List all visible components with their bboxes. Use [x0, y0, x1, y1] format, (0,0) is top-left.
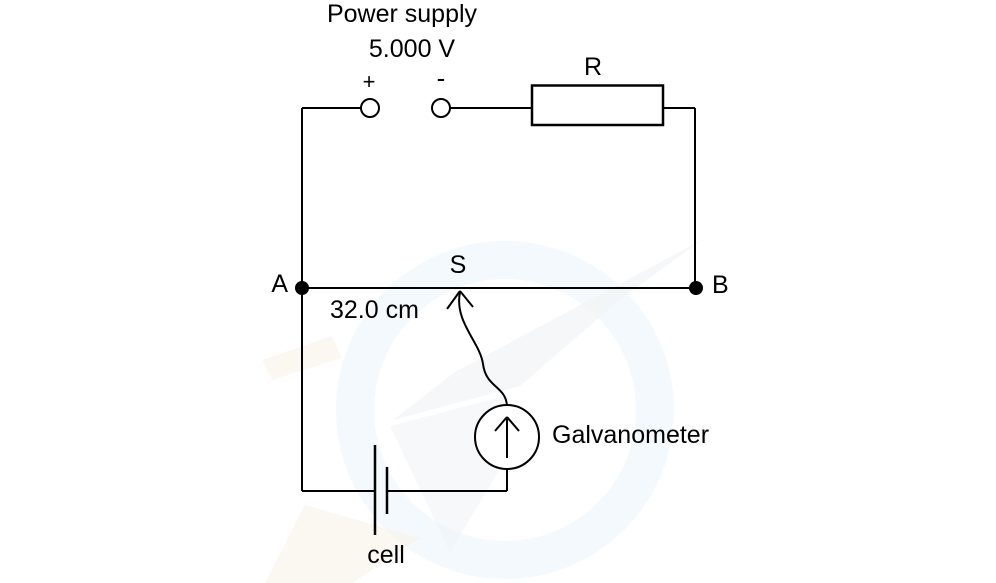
cell-icon	[373, 445, 389, 535]
voltage-label: 5.000 V	[368, 35, 456, 63]
watermark-ring-icon	[336, 241, 674, 579]
point-a-label: A	[271, 270, 288, 298]
resistor-label: R	[583, 53, 603, 81]
node-b-dot	[689, 281, 703, 295]
cell-label: cell	[367, 541, 405, 569]
galvanometer-icon	[474, 404, 540, 470]
node-a-dot	[295, 281, 309, 295]
minus-terminal-icon	[431, 98, 451, 118]
plus-sign-label: +	[362, 69, 376, 94]
power-supply-label: Power supply	[326, 0, 478, 28]
power-supply-terminals	[360, 98, 451, 118]
length-label: 32.0 cm	[330, 296, 419, 324]
slider-label: S	[449, 251, 467, 279]
minus-sign-label: -	[436, 63, 446, 93]
circuit-wires	[301, 107, 696, 492]
plus-terminal-icon	[360, 98, 380, 118]
galvanometer-label: Galvanometer	[552, 421, 710, 449]
resistor-box-icon	[530, 84, 665, 127]
slider-arrow-icon	[446, 290, 508, 407]
point-b-label: B	[712, 271, 729, 299]
